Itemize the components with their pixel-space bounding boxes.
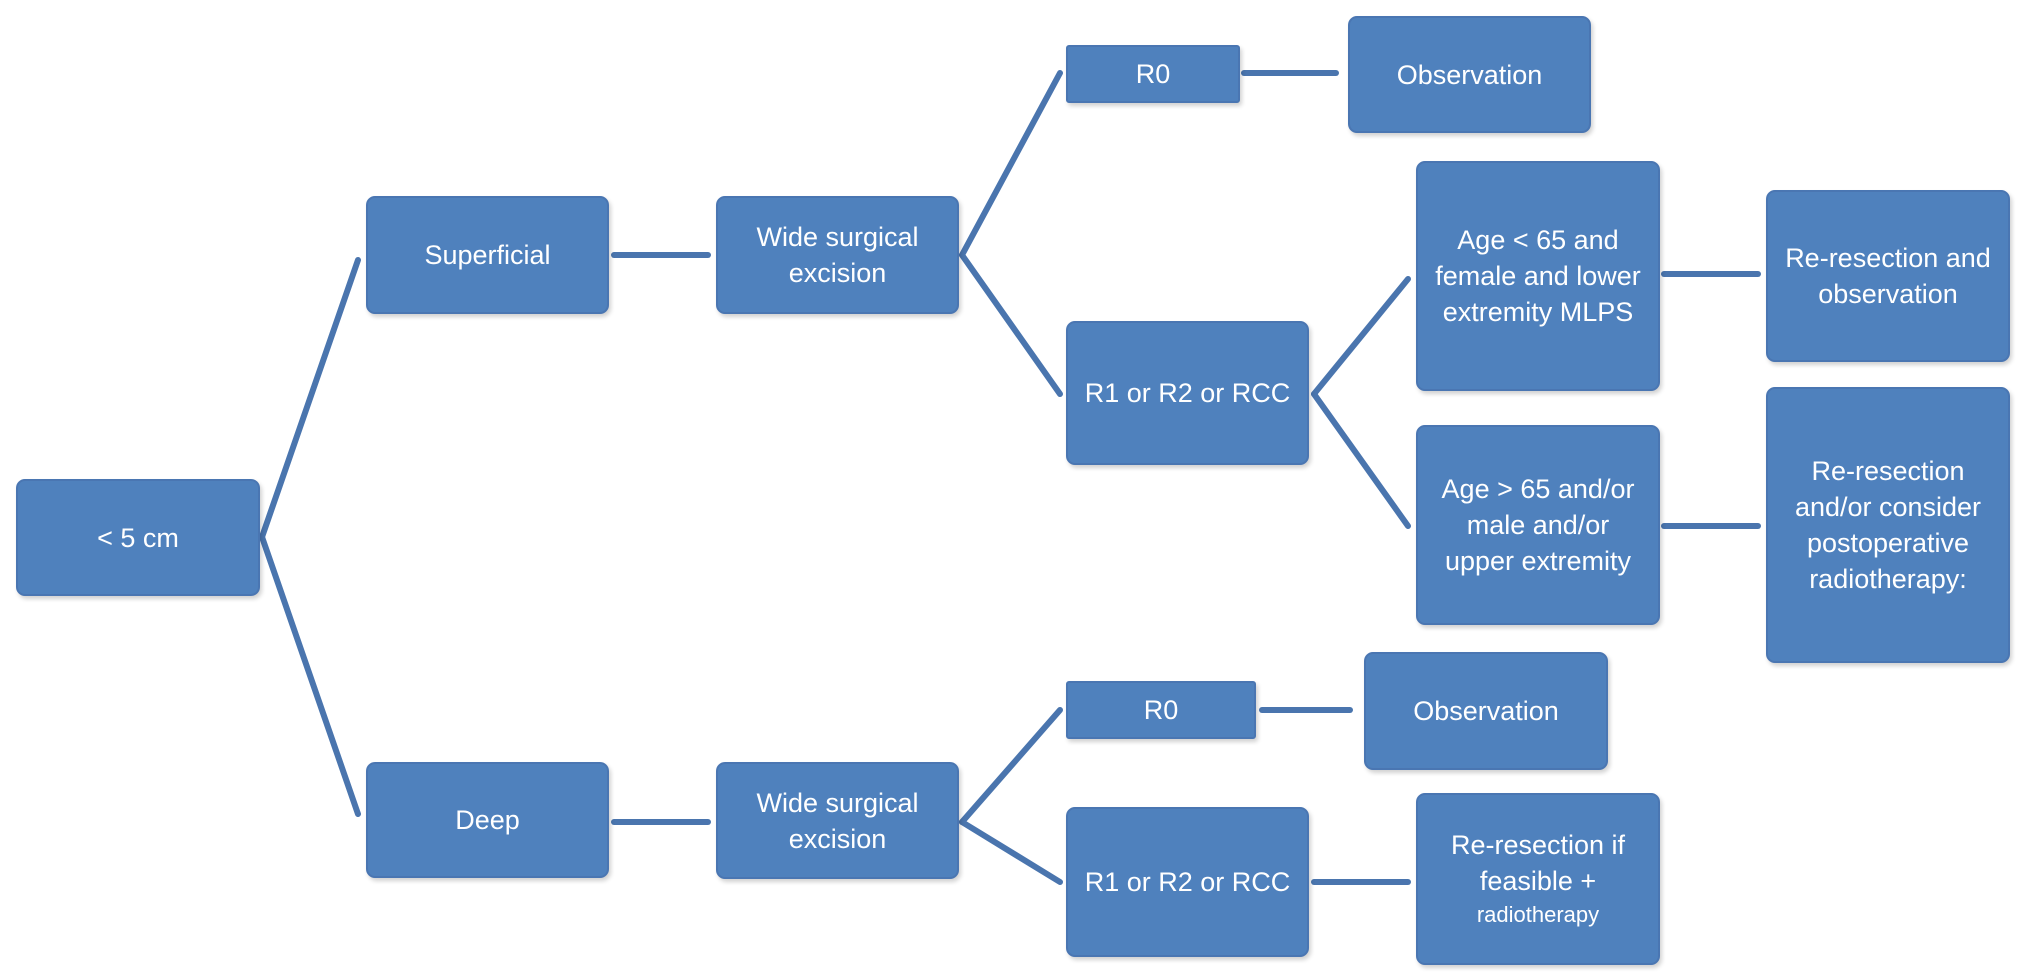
node-observation-deep: Observation [1364,652,1608,770]
node-superficial: Superficial [366,196,609,314]
connector-wse-r1 [959,252,1063,397]
reresection-feasible-text: Re-resection if feasible + [1450,830,1626,896]
node-tumor-size: < 5 cm [16,479,260,596]
connector-root-superficial [259,257,361,540]
connector-wse-r0 [959,70,1063,258]
node-deep: Deep [366,762,609,878]
connector-wse-deep-r0 [959,707,1063,825]
node-wide-surgical-excision-superficial: Wide surgical excision [716,196,959,314]
radiotherapy-text: radiotherapy [1476,902,1600,927]
node-observation-superficial: Observation [1348,16,1591,133]
node-r1-r2-rcc-deep: R1 or R2 or RCC [1066,807,1309,957]
node-age-over-65: Age > 65 and/or male and/or upper extrem… [1416,425,1660,625]
node-reresection-radiotherapy: Re-resection and/or consider postoperati… [1766,387,2010,663]
connector-wse-deep-r1 [959,819,1063,885]
node-r1-r2-rcc-superficial: R1 or R2 or RCC [1066,321,1309,465]
connector-r1-age-lt65 [1311,276,1411,397]
connector-root-deep [259,534,361,817]
node-age-under-65: Age < 65 and female and lower extremity … [1416,161,1660,391]
node-r0-superficial: R0 [1066,45,1240,103]
node-wide-surgical-excision-deep: Wide surgical excision [716,762,959,879]
node-reresection-feasible-radiotherapy: Re-resection if feasible + radiotherapy [1416,793,1660,965]
node-reresection-observation: Re-resection and observation [1766,190,2010,362]
connector-r1-age-gt65 [1311,391,1411,529]
node-r0-deep: R0 [1066,681,1256,739]
